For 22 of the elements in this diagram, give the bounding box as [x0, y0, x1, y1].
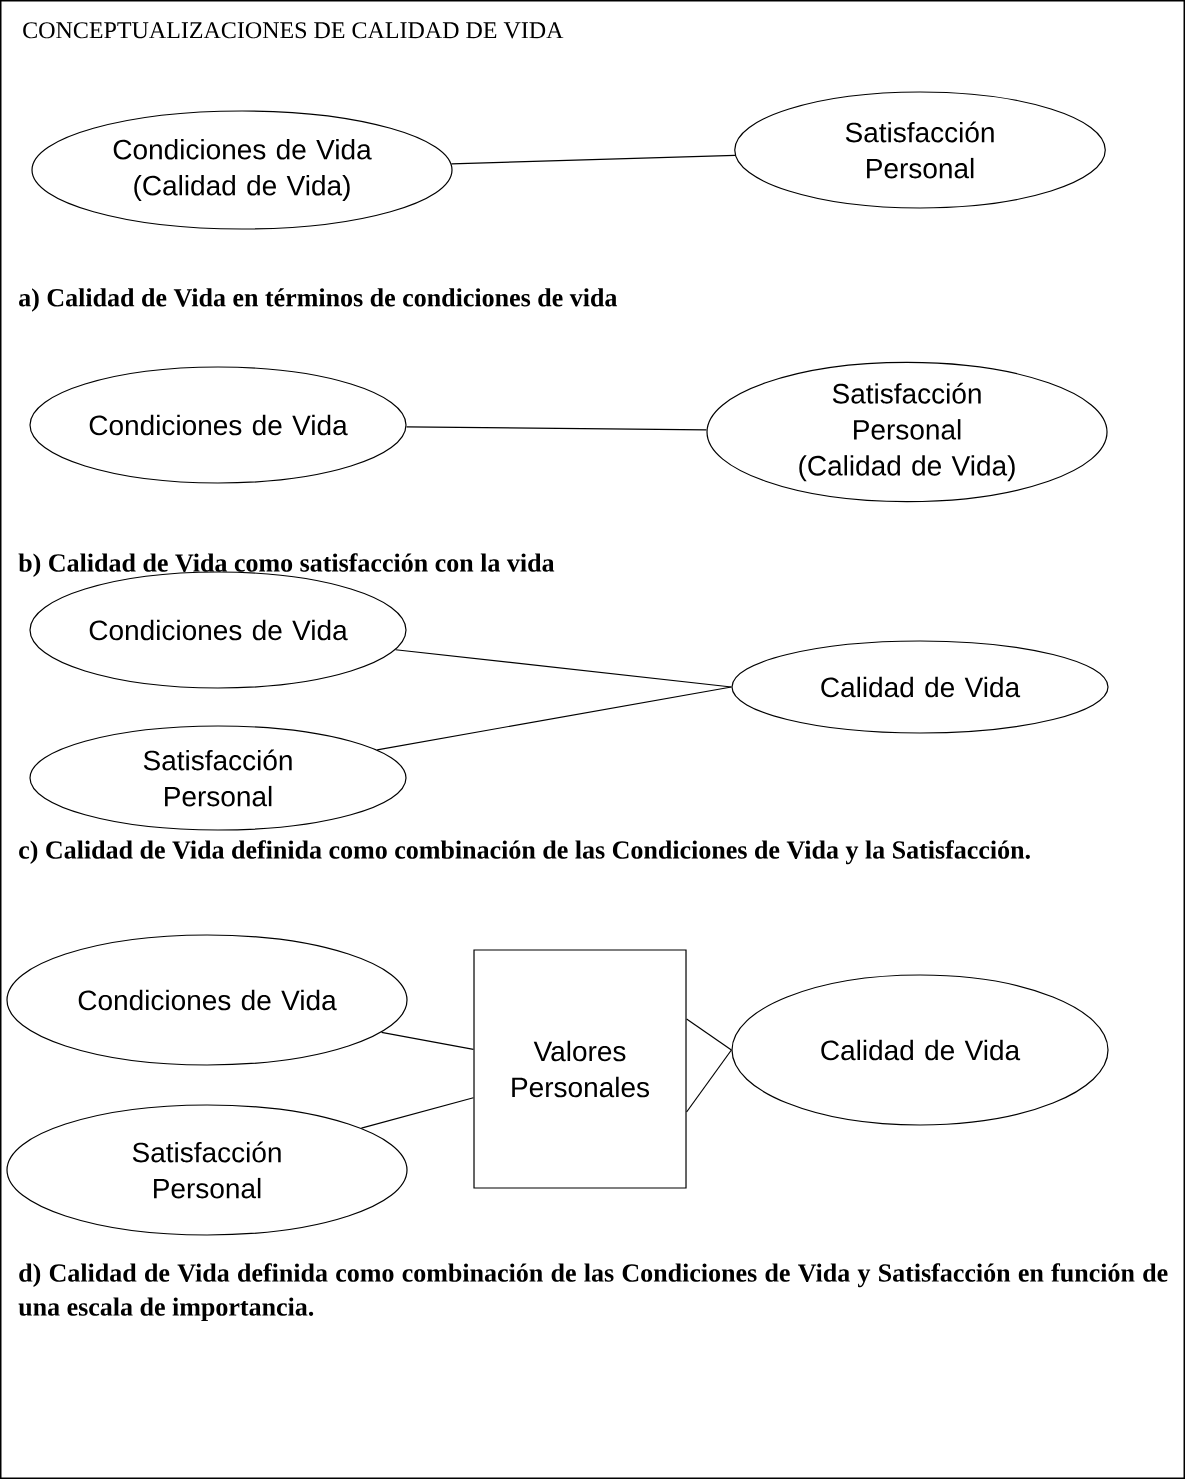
ellipse-node: Satisfacción Personal (Calidad de Vida)	[706, 361, 1108, 503]
connector-line	[376, 686, 732, 751]
ellipse-node: Satisfacción Personal	[29, 725, 407, 831]
connector-line	[380, 1031, 474, 1050]
connector-line	[450, 154, 736, 165]
connector-line	[395, 649, 732, 688]
caption: a) Calidad de Vida en términos de condiciones de vida	[19, 288, 618, 312]
ellipse-node: Condiciones de Vida	[6, 934, 408, 1066]
connector-line	[686, 1018, 732, 1051]
ellipse-node: Condiciones de Vida	[29, 366, 407, 484]
caption: d) Calidad de Vida definida como combinación de las Condiciones de Vida y Satisfacción en función de una escala de importancia.	[18, 1263, 1168, 1322]
ellipse-node: Satisfacción Personal	[734, 91, 1106, 209]
connector-line	[405, 426, 708, 431]
caption: c) Calidad de Vida definida como combinación de las Condiciones de Vida y la Satisfacción.	[19, 840, 1030, 865]
connector-line	[686, 1049, 732, 1113]
process-box: Valores Personales	[473, 949, 687, 1189]
connector-line	[360, 1097, 474, 1129]
ellipse-node: Calidad de Vida	[731, 974, 1109, 1126]
title: CONCEPTUALIZACIONES DE CALIDAD DE VIDA	[23, 22, 564, 39]
ellipse-node: Calidad de Vida	[731, 640, 1109, 734]
ellipse-node: Satisfacción Personal	[6, 1104, 408, 1236]
ellipse-node: Condiciones de Vida (Calidad de Vida)	[31, 110, 453, 230]
